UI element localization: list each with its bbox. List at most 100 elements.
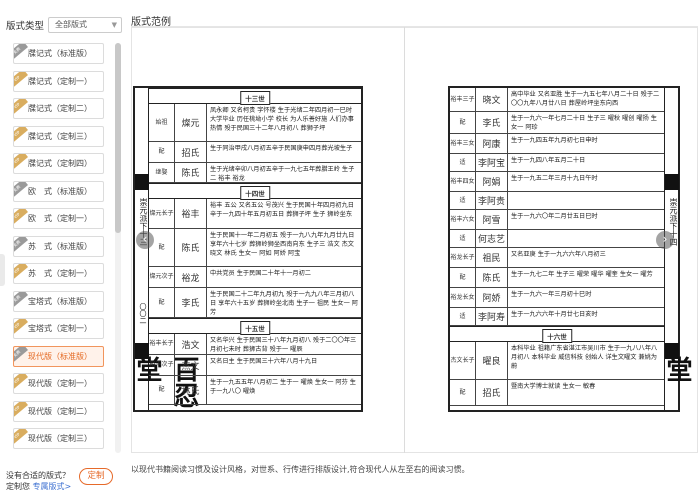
- genealogy-row: 裕丰三女阿康生于一九四五年九月初七日申时: [450, 134, 664, 154]
- style-item[interactable]: 免费牒记式（标准版）: [13, 43, 104, 64]
- left-strip-page-number: 〇〇二: [139, 303, 147, 324]
- style-item[interactable]: 免费苏 式（标准版）: [13, 235, 104, 257]
- style-item-badge: VIP: [14, 401, 28, 419]
- generation-header: 十三世: [149, 88, 361, 105]
- name-cell: 阿康: [476, 134, 508, 153]
- sidebar-collapse-handle[interactable]: [0, 254, 5, 286]
- relation-cell: 配: [450, 112, 476, 133]
- strip-mark-bottom: [665, 343, 679, 359]
- relation-cell: 裕丰次子: [149, 355, 175, 375]
- style-item-label: 现代版（定制三）: [28, 434, 92, 443]
- style-item[interactable]: 免费现代版（标准版）: [13, 345, 104, 367]
- name-cell: 招氏: [476, 380, 508, 405]
- name-cell: 林氏: [175, 376, 207, 404]
- style-item-badge: VIP: [14, 154, 28, 172]
- name-cell: 阿娟: [476, 172, 508, 191]
- genealogy-row: 适何志艺: [450, 230, 664, 248]
- relation-cell: 裕丰六女: [450, 210, 476, 229]
- genealogy-row: 裕龙长女阿娇生于一九六一年三月初十巳时: [450, 288, 664, 308]
- name-cell: 陈氏: [175, 163, 207, 182]
- name-cell: 燦元: [175, 104, 207, 141]
- name-cell: 陈氏: [476, 268, 508, 287]
- biography-cell: 生于一九五二年三月十九日午时: [511, 175, 598, 182]
- relation-cell: 配: [149, 376, 175, 404]
- left-strip-lineage: 崇元派下十三: [139, 198, 148, 246]
- style-list-scrollbar[interactable]: [115, 43, 121, 453]
- chevron-left-icon: ‹: [142, 232, 148, 246]
- genealogy-row: 继娶陈氏生于光绪辛卯八月初五辛于一九七五年葬腊王岭 生子二 裕丰 裕龙: [149, 163, 361, 183]
- relation-cell: 配: [149, 288, 175, 317]
- relation-cell: 适: [450, 192, 476, 209]
- custom-hint-prefix: 定制您: [6, 482, 30, 491]
- style-type-select-value: 全部版式: [55, 20, 87, 29]
- style-item-label: 牒记式（定制二）: [28, 104, 92, 113]
- next-page-button[interactable]: ›: [656, 231, 674, 249]
- prev-page-button[interactable]: ‹: [136, 231, 154, 249]
- style-item[interactable]: 免费欧 式（标准版）: [13, 180, 104, 202]
- generation-label: 十五世: [240, 321, 270, 335]
- generation-header: 十五世: [149, 318, 361, 335]
- custom-button[interactable]: 定制: [79, 468, 113, 485]
- biography-cell: 生于民国十一年二月初五 殁于一九八九年九月廿九日 享年六十七岁 葬狮岭狮坐西南向…: [210, 232, 355, 257]
- genealogy-row: 裕丰三子晓文高中毕业 又名亚胜 生于一九五七年八月二十日 殁于二〇〇九年八月廿八…: [450, 88, 664, 112]
- genealogy-row: 适李阿寿生于一九六六年十月廿七日亥时: [450, 308, 664, 326]
- style-item-label: 牒记式（定制三）: [28, 131, 92, 141]
- custom-style-link[interactable]: 专属版式>: [32, 482, 72, 491]
- style-item-label: 牒记式（定制一）: [28, 76, 92, 86]
- relation-cell: 配: [149, 142, 175, 162]
- biography-cell: 裕丰 五公 又名五公 号茂兴 生于民国十年四月初九日 辛于一九四十年五月初五日 …: [210, 202, 354, 218]
- style-item-label: 宝塔式（定制一）: [28, 324, 92, 333]
- style-item-label: 苏 式（标准版）: [28, 241, 92, 251]
- name-cell: 阿雪: [476, 210, 508, 229]
- relation-cell: 燦元长子: [149, 199, 175, 228]
- left-page-side-strip: 崇元派下十三 〇〇二 百忍堂: [132, 88, 199, 410]
- biography-cell: 生于光绪辛卯八月初五辛于一九七五年葬腊王岭 生子二 裕丰 裕龙: [210, 166, 355, 182]
- name-cell: 曜良: [476, 342, 508, 379]
- style-item[interactable]: 免费宝塔式（标准版）: [13, 290, 104, 312]
- style-item-badge: 免费: [14, 44, 28, 62]
- generation-label: 十三世: [240, 91, 270, 105]
- relation-cell: 裕丰三子: [450, 88, 476, 111]
- name-cell: 李阿宝: [476, 154, 508, 171]
- biography-cell: 本科毕业 祖籍广东省湛江市吴川市 生于一九八八年八月初八 本科毕业 威信科技 创…: [511, 345, 658, 370]
- style-item-badge: VIP: [14, 429, 28, 447]
- style-item-label: 牒记式（标准版）: [28, 49, 92, 58]
- genealogy-row: 配林氏生于一九五五年八月初二 生于一 曜焕 生女一 阿芬 生于一九八〇 曜焕: [149, 376, 361, 405]
- name-cell: 杰文: [175, 355, 207, 375]
- generation-header: 十六世: [450, 326, 664, 343]
- book-spine: [404, 27, 405, 453]
- biography-cell: 又名华兴 生于民国三十八年九月初八 殁于二〇〇年三月初七未时 葬狮古背 殁于一 …: [210, 337, 357, 353]
- style-item-label: 现代版（定制二）: [28, 406, 92, 416]
- relation-cell: 适: [450, 308, 476, 325]
- biography-cell: 生于一九四五年九月初七日申时: [511, 137, 598, 144]
- name-cell: 李氏: [175, 288, 207, 317]
- biography-cell: 生于一九六一年七月二十日 生子三 曜秋 曜创 曜扬 生女一 阿珍: [511, 115, 657, 131]
- genealogy-row: 裕丰长子浩文又名华兴 生于民国三十八年九月初八 殁于二〇〇年三月初七未时 葬狮古…: [149, 334, 361, 355]
- style-item-badge: 免费: [14, 181, 28, 199]
- style-item-label: 牒记式（定制四）: [28, 159, 92, 168]
- biography-cell: 生于一九四八年五月二十日: [511, 157, 586, 164]
- name-cell: 裕龙: [175, 267, 207, 287]
- genealogy-row: 裕丰四女阿娟生于一九五二年三月十九日午时: [450, 172, 664, 192]
- biography-cell: 生于一九六一年三月初十巳时: [511, 291, 592, 298]
- genealogy-row: 杰文长子曜良本科毕业 祖籍广东省湛江市吴川市 生于一九八八年八月初八 本科毕业 …: [450, 342, 664, 380]
- biography-cell: 暨南大学博士就读 生女一 敏春: [511, 383, 596, 390]
- style-item-label: 欧 式（定制一）: [28, 214, 92, 223]
- style-type-select[interactable]: 全部版式 ▼: [48, 17, 122, 33]
- style-item-badge: 免费: [14, 346, 28, 364]
- genealogy-row: 配招氏生于同治甲戌八月初五辛于民国庚申四月葬光坡生子: [149, 142, 361, 163]
- scrollbar-thumb[interactable]: [115, 43, 121, 233]
- style-item-label: 现代版（标准版）: [28, 351, 92, 361]
